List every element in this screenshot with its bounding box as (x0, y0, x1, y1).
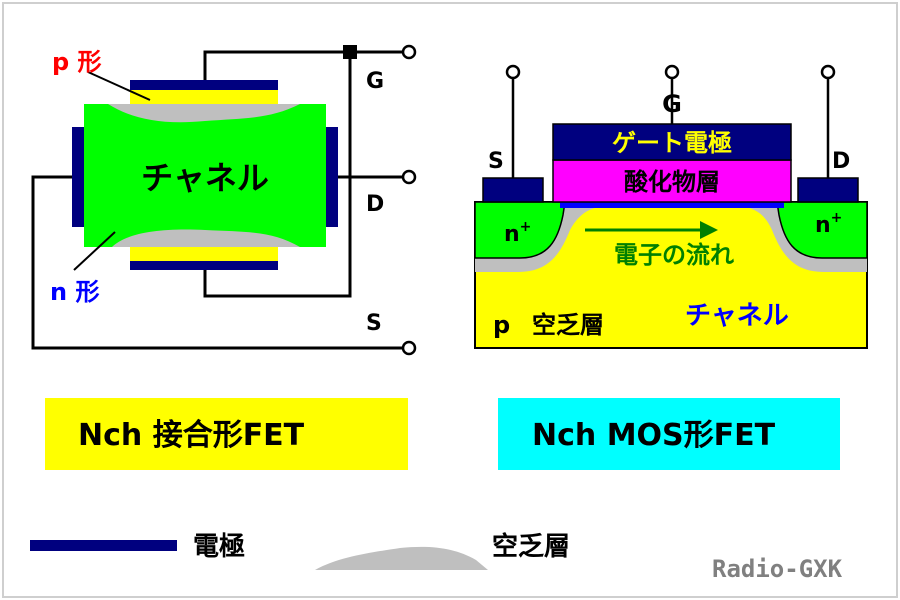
mosfet-diagram: G S D ゲート電極 酸化物層 n+ n+ 電子の流れ p 空乏層 チャネル (474, 64, 868, 349)
mosfet-right-n-plus (776, 201, 868, 259)
mosfet-substrate-label: p (493, 311, 510, 339)
jfet-p-leader (87, 71, 151, 101)
jfet-gate-label: G (366, 69, 384, 94)
mosfet-channel-label: チャネル (685, 301, 789, 331)
mosfet-electron-flow-label: 電子の流れ (614, 241, 734, 269)
watermark: Radio-GXK (712, 555, 843, 583)
legend-depletion-label: 空乏層 (492, 531, 570, 562)
jfet-bottom-p-region (130, 247, 278, 261)
jfet-caption-box (45, 398, 408, 470)
jfet-source-label: S (366, 311, 382, 336)
mosfet-right-n-label: n (815, 213, 831, 238)
jfet-bottom-depletion (112, 229, 300, 247)
mosfet-left-n-plus-label: n+ (504, 219, 531, 247)
jfet-drain-label: D (366, 192, 384, 217)
jfet-p-type-label: p 形 (52, 48, 102, 76)
mosfet-source-terminal (505, 64, 521, 80)
legend-depletion-swatch (315, 546, 488, 570)
jfet-top-depletion (108, 104, 300, 123)
jfet-top-p-region (130, 90, 278, 104)
jfet-drain-terminal (401, 169, 417, 185)
mosfet-depletion-label: 空乏層 (532, 311, 604, 339)
jfet-channel-label: チャネル (141, 159, 269, 197)
mosfet-channel-strip (560, 202, 784, 208)
jfet-channel-region (84, 104, 326, 247)
mosfet-right-plus-sup: + (831, 210, 843, 226)
jfet-gate-wire-bottom (203, 52, 352, 298)
mosfet-drain-label: D (832, 149, 850, 174)
mosfet-caption: Nch MOS形FET (532, 418, 776, 453)
jfet-gate-wire-top (203, 50, 403, 82)
legend-electrode-label: 電極 (193, 532, 245, 562)
mosfet-right-n-plus-label: n+ (815, 210, 842, 238)
jfet-wires (31, 50, 403, 350)
jfet-source-wire (31, 175, 403, 350)
mosfet-source-electrode (482, 177, 544, 203)
mosfet-electron-flow-arrowhead (700, 221, 718, 239)
jfet-source-terminal (401, 340, 417, 356)
mosfet-left-n-plus (474, 201, 566, 259)
mosfet-gate-label: G (662, 90, 682, 118)
jfet-diagram: p 形 n 形 チャネル G D S (31, 44, 417, 356)
mosfet-drain-electrode (797, 177, 859, 203)
mosfet-leads (511, 78, 830, 178)
jfet-drain-electrode (326, 127, 338, 227)
mosfet-caption-box (498, 398, 840, 470)
mosfet-oxide-label: 酸化物層 (624, 168, 720, 196)
legend-electrode-swatch (30, 540, 177, 551)
mosfet-left-plus-sup: + (520, 219, 532, 235)
jfet-gate-junction (343, 45, 357, 59)
mosfet-depletion-layer (475, 202, 867, 272)
mosfet-gate-electrode-label: ゲート電極 (612, 129, 732, 157)
mosfet-drain-terminal (820, 64, 836, 80)
jfet-source-electrode (72, 127, 84, 227)
jfet-n-leader (73, 231, 116, 271)
jfet-n-type-label: n 形 (50, 278, 99, 306)
jfet-caption: Nch 接合形FET (78, 418, 305, 453)
jfet-gate-terminal (401, 44, 417, 60)
mosfet-left-n-label: n (504, 222, 520, 247)
mosfet-source-label: S (488, 149, 504, 174)
mosfet-gate-terminal (664, 64, 680, 80)
